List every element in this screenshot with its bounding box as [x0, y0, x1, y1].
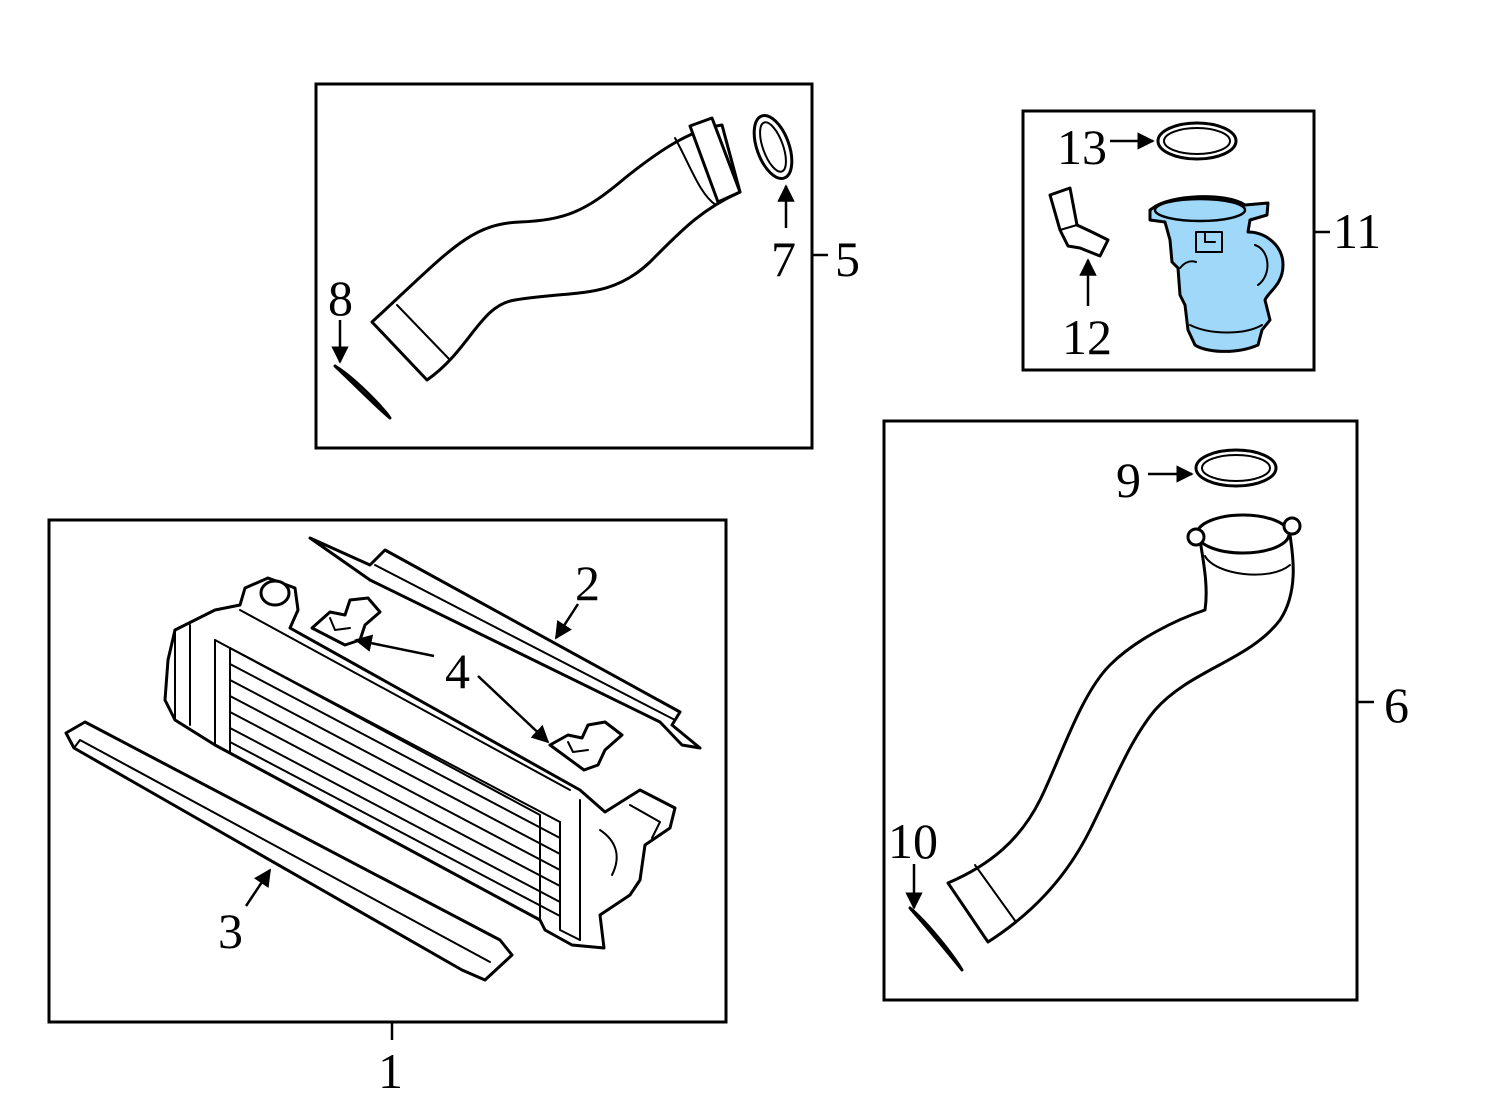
- bracket-4-lower[interactable]: [548, 720, 624, 772]
- clamp-8[interactable]: [333, 364, 392, 420]
- leader-3: [244, 868, 272, 907]
- upper-hose-group: 8 7 5: [314, 82, 860, 450]
- lower-hose[interactable]: [946, 513, 1302, 944]
- housing-group: 13 12 11: [1021, 109, 1381, 372]
- o-ring-9[interactable]: [1194, 448, 1278, 488]
- leader-2: [554, 603, 580, 640]
- o-ring-7[interactable]: [747, 111, 800, 184]
- bracket-4-upper[interactable]: [310, 596, 382, 647]
- callout-9: 9: [1116, 452, 1141, 508]
- callout-13: 13: [1057, 119, 1107, 175]
- callout-8: 8: [328, 270, 353, 326]
- callout-7: 7: [771, 231, 796, 287]
- callout-6: 6: [1384, 677, 1409, 733]
- housing-11[interactable]: [1148, 195, 1285, 353]
- leader-4a: [354, 634, 435, 658]
- callout-10: 10: [888, 813, 938, 869]
- lower-hose-group: 9 10 6: [882, 419, 1409, 1002]
- seal-13[interactable]: [1156, 121, 1238, 161]
- callout-2: 2: [575, 555, 600, 611]
- callout-1: 1: [378, 1043, 403, 1099]
- intercooler-group: 2 4 3 1: [47, 518, 728, 1099]
- upper-deflector-2[interactable]: [308, 536, 702, 750]
- intercooler-core[interactable]: [163, 576, 677, 950]
- lower-deflector-3[interactable]: [64, 720, 514, 982]
- leader-4b: [477, 675, 550, 744]
- clamp-10[interactable]: [908, 906, 964, 972]
- callout-3: 3: [218, 903, 243, 959]
- callout-12: 12: [1062, 309, 1112, 365]
- callout-11: 11: [1333, 203, 1381, 259]
- callout-5: 5: [835, 231, 860, 287]
- callout-4: 4: [445, 643, 470, 699]
- connector-12[interactable]: [1048, 186, 1110, 258]
- upper-hose[interactable]: [370, 116, 742, 382]
